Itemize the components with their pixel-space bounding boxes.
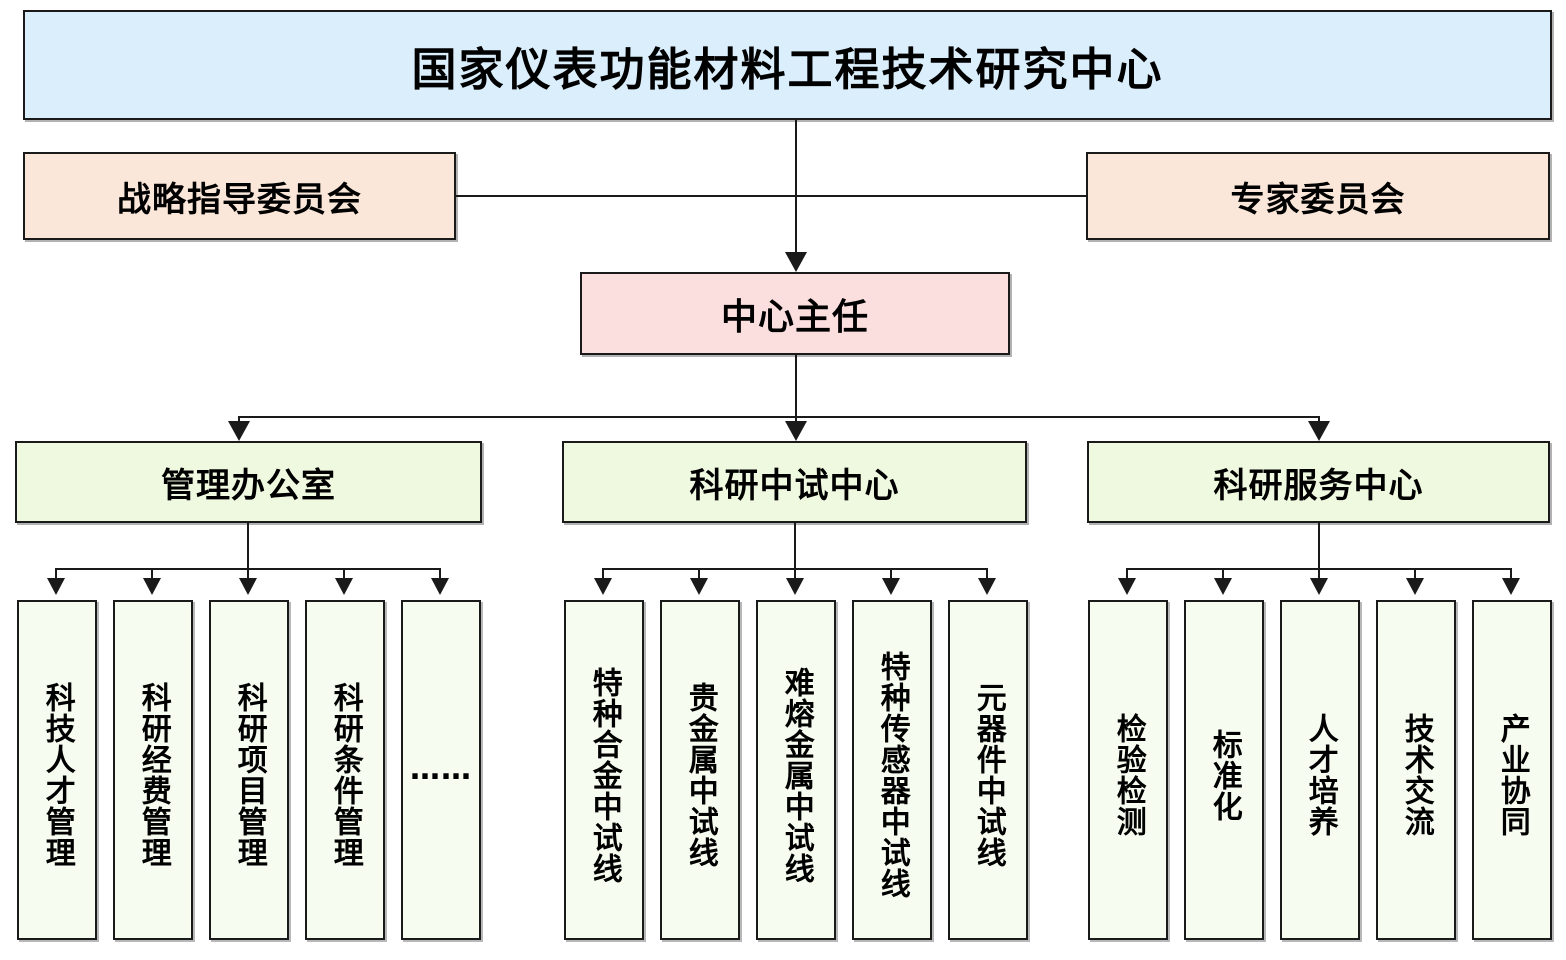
leaf-box-industry-collaboration: 产业协同	[1472, 600, 1552, 940]
leaf-box-funding-management: 科研经费管理	[113, 600, 193, 940]
leaf-box-special-sensor-pilot-line: 特种传感器中试线	[852, 600, 932, 940]
connector-dept1-stem	[794, 523, 796, 569]
connector-dept0-drop-0	[55, 568, 57, 580]
arrow-dept0-child-2	[239, 578, 257, 595]
arrow-dept2-child-2	[1310, 578, 1328, 595]
arrow-dept0-child-1	[143, 578, 161, 595]
leaf-box-special-alloy-pilot-line: 特种合金中试线	[564, 600, 644, 940]
arrow-dept1-child-4	[978, 578, 996, 595]
connector-dept0-drop-1	[151, 568, 153, 580]
connector-dept0-drop-4	[439, 568, 441, 580]
arrow-to-dept-1	[785, 421, 807, 441]
chart-title-box: 国家仪表功能材料工程技术研究中心	[23, 10, 1552, 120]
connector-dept1-drop-1	[698, 568, 700, 580]
arrow-to-dept-0	[228, 421, 250, 441]
connector-dept1-drop-4	[986, 568, 988, 580]
arrow-dept2-child-3	[1406, 578, 1424, 595]
connector-dept0-stem	[247, 523, 249, 569]
connector-dept1-drop-0	[602, 568, 604, 580]
arrow-dept0-child-0	[47, 578, 65, 595]
leaf-box-component-pilot-line: 元器件中试线	[948, 600, 1028, 940]
arrow-dept0-child-4	[431, 578, 449, 595]
connector-strategy-to-stem	[456, 195, 796, 197]
department-box-management-office: 管理办公室	[15, 441, 482, 523]
leaf-box-project-management: 科研项目管理	[209, 600, 289, 940]
arrow-dept1-child-3	[882, 578, 900, 595]
arrow-title-to-director	[785, 252, 807, 272]
connector-dept1-drop-3	[890, 568, 892, 580]
leaf-box-standardization: 标准化	[1184, 600, 1264, 940]
connector-dept2-drop-0	[1126, 568, 1128, 580]
connector-dept1-drop-2	[794, 568, 796, 580]
arrow-dept2-child-0	[1118, 578, 1136, 595]
leaf-box-talent-cultivation: 人才培养	[1280, 600, 1360, 940]
connector-dept2-stem	[1318, 523, 1320, 569]
leaf-box-refractory-metal-pilot-line: 难熔金属中试线	[756, 600, 836, 940]
connector-dept0-drop-3	[343, 568, 345, 580]
department-box-service-center: 科研服务中心	[1087, 441, 1550, 523]
connector-director-stem	[795, 355, 797, 417]
arrow-dept1-child-2	[786, 578, 804, 595]
leaf-box-precious-metal-pilot-line: 贵金属中试线	[660, 600, 740, 940]
connector-expert-to-stem	[795, 195, 1086, 197]
leaf-box-talent-management: 科技人才管理	[17, 600, 97, 940]
leaf-box-ellipsis: ……	[401, 600, 481, 940]
committee-box-expert: 专家委员会	[1086, 152, 1550, 240]
committee-box-strategy: 战略指导委员会	[23, 152, 456, 240]
connector-dept2-drop-4	[1510, 568, 1512, 580]
arrow-dept0-child-3	[335, 578, 353, 595]
connector-dept2-drop-2	[1318, 568, 1320, 580]
connector-dept0-drop-2	[247, 568, 249, 580]
leaf-box-technical-exchange: 技术交流	[1376, 600, 1456, 940]
arrow-to-dept-2	[1308, 421, 1330, 441]
connector-dept2-drop-3	[1414, 568, 1416, 580]
leaf-box-condition-management: 科研条件管理	[305, 600, 385, 940]
director-box: 中心主任	[580, 272, 1010, 355]
department-box-pilot-center: 科研中试中心	[562, 441, 1027, 523]
connector-director-bus	[238, 416, 1319, 418]
arrow-dept2-child-4	[1502, 578, 1520, 595]
leaf-box-inspection-testing: 检验检测	[1088, 600, 1168, 940]
arrow-dept1-child-1	[690, 578, 708, 595]
arrow-dept2-child-1	[1214, 578, 1232, 595]
connector-dept2-drop-1	[1222, 568, 1224, 580]
arrow-dept1-child-0	[594, 578, 612, 595]
